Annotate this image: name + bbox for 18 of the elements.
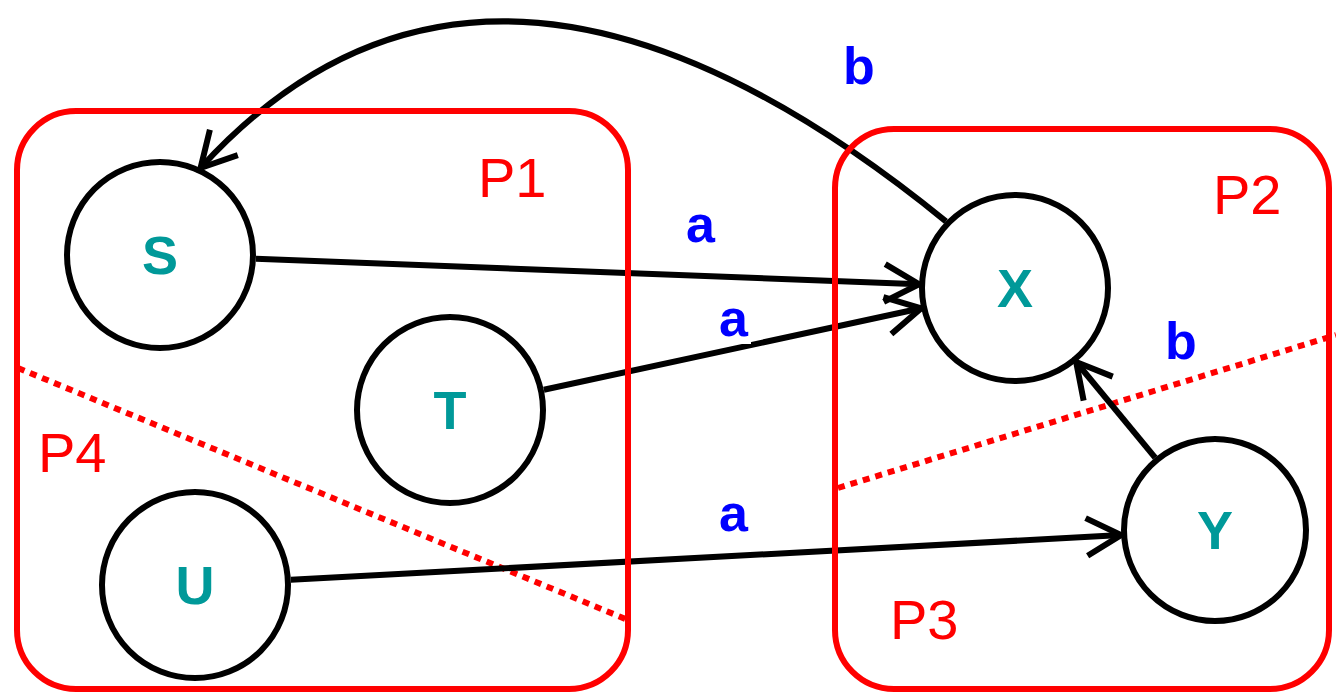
state-circle — [919, 192, 1111, 384]
state-circle — [64, 159, 256, 351]
state-label: T — [433, 383, 467, 437]
state-label: Y — [1197, 503, 1233, 557]
state-circle — [99, 489, 291, 681]
partition-label: P2 — [1213, 167, 1282, 223]
arrow — [197, 19, 948, 224]
state-label: X — [997, 261, 1033, 315]
partition-box — [14, 108, 631, 692]
partition-box — [832, 126, 1332, 692]
partition-label: P1 — [478, 150, 547, 206]
state-circle — [1121, 436, 1309, 624]
state-circle — [354, 314, 546, 506]
arrow — [1073, 359, 1158, 460]
partition-label: P4 — [38, 425, 107, 481]
partition-label: P3 — [890, 592, 959, 648]
state-label: S — [142, 228, 178, 282]
state-label: U — [175, 558, 215, 612]
